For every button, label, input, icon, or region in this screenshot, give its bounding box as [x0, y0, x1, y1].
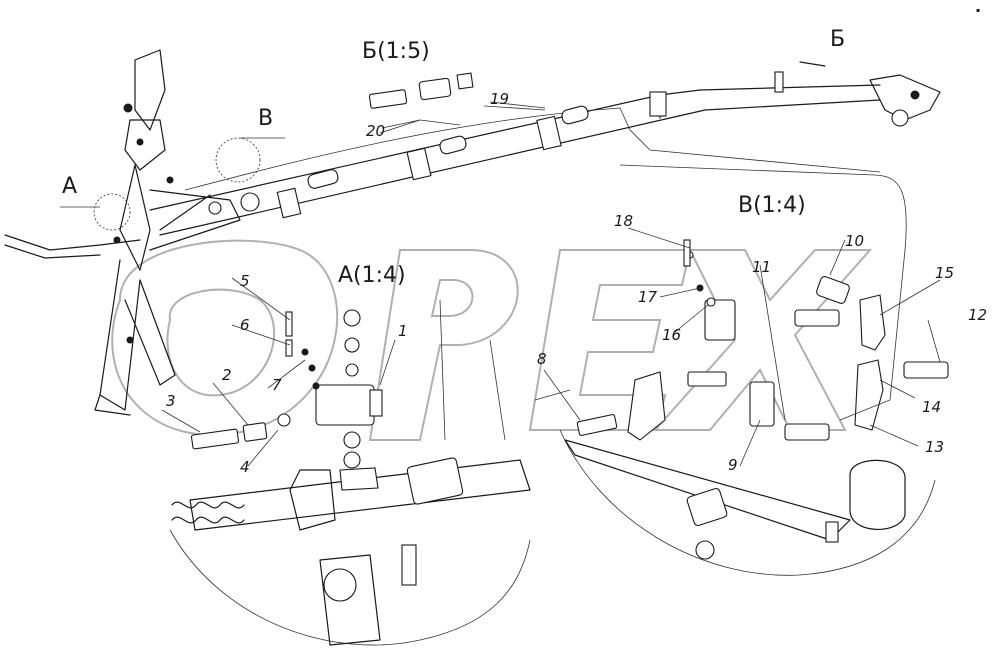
callout-15: 15 — [935, 264, 954, 282]
view-label-a: А — [62, 174, 77, 199]
callout-6: 6 — [240, 316, 250, 334]
corner-mark: ▪ — [976, 7, 980, 14]
callout-5: 5 — [240, 272, 250, 290]
labels: А В Б Б(1:5) А(1:4) В(1:4) 1 2 3 4 5 6 7… — [62, 7, 987, 476]
callout-14: 14 — [922, 398, 941, 416]
view-label-b: Б — [830, 27, 845, 52]
callout-16: 16 — [662, 326, 681, 344]
callout-9: 9 — [728, 456, 738, 474]
view-label-b-scale: Б(1:5) — [362, 39, 430, 64]
detail-markers — [60, 61, 826, 231]
view-label-v: В — [258, 106, 273, 131]
frame-assembly — [4, 49, 941, 416]
callout-2: 2 — [222, 366, 232, 384]
callout-8: 8 — [537, 350, 547, 368]
detail-b-parts — [368, 72, 546, 134]
view-label-v-scale: В(1:4) — [738, 193, 806, 218]
detail-v-view — [534, 164, 949, 576]
callout-17: 17 — [638, 288, 658, 306]
callout-4: 4 — [240, 458, 250, 476]
callout-19: 19 — [490, 90, 509, 108]
callout-13: 13 — [925, 438, 944, 456]
view-label-a-scale: А(1:4) — [338, 263, 406, 288]
callout-3: 3 — [166, 392, 176, 410]
callout-18: 18 — [614, 212, 633, 230]
callout-11: 11 — [752, 258, 771, 276]
callout-20: 20 — [366, 122, 385, 140]
leader-lines — [161, 101, 941, 467]
callout-7: 7 — [272, 376, 282, 394]
detail-a-view — [169, 299, 531, 646]
callout-12: 12 — [968, 306, 987, 324]
callout-10: 10 — [845, 232, 864, 250]
callout-1: 1 — [398, 322, 408, 340]
watermark-opex — [111, 239, 873, 441]
